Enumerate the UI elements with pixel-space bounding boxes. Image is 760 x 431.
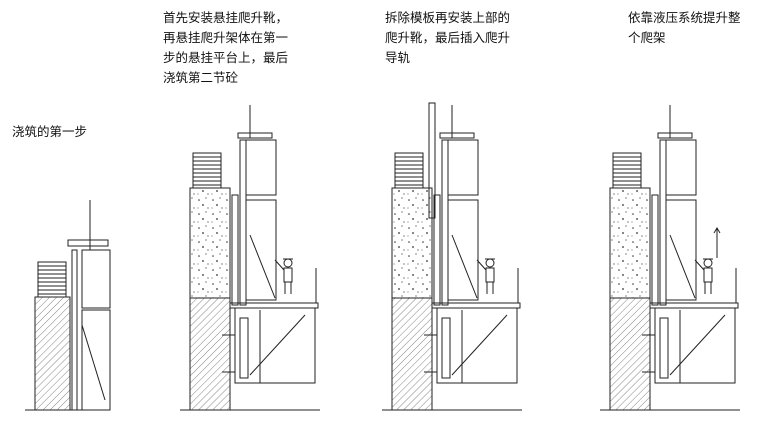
upper-frame <box>447 139 479 196</box>
rebar-cage <box>612 152 642 189</box>
worker-head <box>703 258 713 268</box>
climbing-rail <box>433 194 441 306</box>
worker-body <box>274 259 293 294</box>
caption-step-2: 首先安装悬挂爬升靴， 再悬挂爬升架体在第一 步的悬挂平台上，最后 浇筑第二节砼 <box>163 8 288 88</box>
concrete-wall-new <box>609 187 651 299</box>
rebar-cage <box>192 152 222 189</box>
concrete-wall-existing <box>189 297 231 411</box>
formwork-panel <box>659 139 667 306</box>
rebar-cage <box>37 261 67 298</box>
caption-line: 首先安装悬挂爬升靴， <box>163 10 289 25</box>
climbing-rail <box>651 194 659 306</box>
top-beam <box>657 132 693 139</box>
middle-frame <box>447 199 479 301</box>
stage-4 <box>600 105 740 411</box>
caption-line: 个爬架 <box>628 30 666 45</box>
guide-rail <box>428 102 436 219</box>
middle-frame <box>665 199 697 301</box>
concrete-wall-existing <box>391 297 433 411</box>
formwork-panel <box>239 139 247 306</box>
concrete-wall-existing <box>609 297 651 411</box>
caption-line: 依靠液压系统提升整 <box>628 10 741 25</box>
climbing-shoe <box>659 317 669 379</box>
worker-body <box>476 259 495 294</box>
diagonal-brace <box>669 234 696 299</box>
lower-frame <box>81 309 111 411</box>
stage-3 <box>382 102 522 411</box>
middle-frame <box>245 199 277 301</box>
caption-line: 爬升靴，最后插入爬升 <box>385 30 511 45</box>
suspended-frame <box>436 307 518 384</box>
stage-1 <box>25 200 111 411</box>
up-arrow-icon <box>713 227 721 258</box>
formwork-panel <box>441 139 449 306</box>
concrete-wall-new <box>189 187 231 299</box>
formwork-panel <box>71 249 78 411</box>
top-beam <box>237 132 273 139</box>
suspended-frame <box>654 307 736 384</box>
upper-frame <box>81 249 111 309</box>
concrete-wall-new <box>391 187 433 299</box>
hydraulic-cylinder <box>249 314 306 376</box>
caption-line: 浇筑的第一步 <box>12 124 88 139</box>
caption-step-1: 浇筑的第一步 <box>12 122 87 142</box>
hydraulic-cylinder <box>451 314 508 376</box>
upper-frame <box>665 139 697 196</box>
diagonal-brace <box>81 324 106 401</box>
suspended-frame <box>234 307 316 384</box>
caption-line: 导轨 <box>385 50 411 65</box>
climbing-shoe <box>441 317 451 379</box>
top-beam <box>67 239 109 247</box>
worker-head <box>485 258 495 268</box>
worker-body <box>694 259 713 294</box>
caption-line: 拆除模板再安装上部的 <box>385 10 511 25</box>
rebar-cage <box>394 152 424 189</box>
stage-2 <box>180 105 320 411</box>
climbing-shoe <box>239 317 249 379</box>
worker-head <box>283 258 293 268</box>
caption-line: 浇筑第二节砼 <box>163 70 239 85</box>
diagonal-brace <box>451 234 478 299</box>
caption-step-4: 依靠液压系统提升整 个爬架 <box>628 8 741 48</box>
diagonal-brace <box>249 234 276 299</box>
hydraulic-cylinder <box>669 314 726 376</box>
top-beam <box>439 132 475 139</box>
caption-line: 步的悬挂平台上，最后 <box>163 50 289 65</box>
upper-frame <box>245 139 277 196</box>
caption-line: 再悬挂爬升架体在第一 <box>163 30 289 45</box>
concrete-wall-existing <box>34 296 71 411</box>
climbing-rail <box>231 194 239 306</box>
caption-step-3: 拆除模板再安装上部的 爬升靴，最后插入爬升 导轨 <box>385 8 510 68</box>
